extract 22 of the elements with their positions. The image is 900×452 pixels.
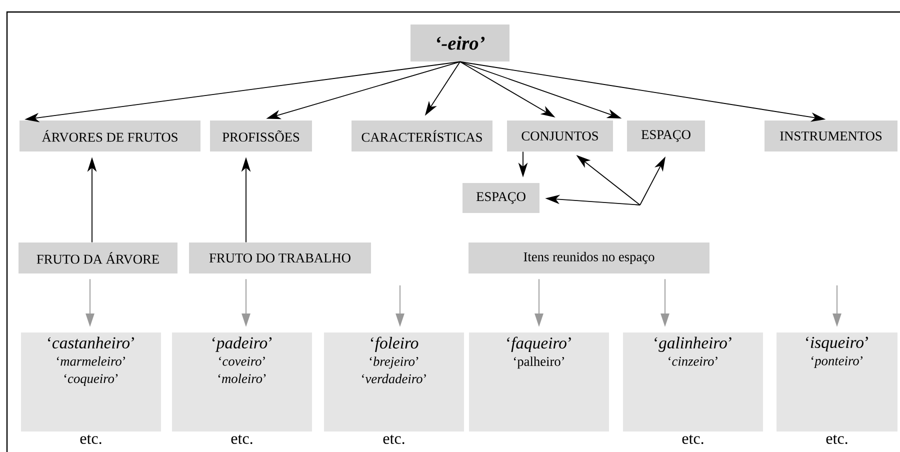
category-box: ESPAÇO (627, 120, 705, 152)
word-list-box: ‘foleiro ‘brejeiro’ ‘verdadeiro’ (324, 332, 464, 432)
category-box: FRUTO DO TRABALHO (189, 242, 371, 274)
etc-note: etc. (383, 434, 404, 444)
etc-note: etc. (682, 434, 704, 444)
category-box: CARACTERÍSTICAS (352, 120, 492, 152)
word-list-box: ‘padeiro’ ‘coveiro’ ‘moleiro’ (172, 332, 312, 432)
category-box: ESPAÇO (462, 183, 540, 213)
category-box: CONJUNTOS (507, 120, 613, 152)
category-box: INSTRUMENTOS (764, 120, 898, 152)
word-list-box: ‘castanheiro’ ‘marmeleiro’ ‘coqueiro’ (21, 332, 161, 432)
category-box: FRUTO DA ÁRVORE (18, 242, 178, 274)
category-box: PROFISSÕES (210, 120, 312, 152)
category-box: ÁRVORES DE FRUTOS (20, 120, 200, 152)
word-list-box: ‘faqueiro’ ‘palheiro’ (469, 332, 609, 432)
etc-note: etc. (231, 434, 252, 444)
title-box: ‘-eiro’ (410, 24, 510, 62)
etc-note: etc. (80, 434, 102, 444)
category-box: Itens reunidos no espaço (468, 242, 710, 274)
etc-note: etc. (826, 434, 848, 444)
word-list-box: ‘galinheiro’ ‘cinzeiro’ (623, 332, 763, 432)
word-list-box: ‘isqueiro’ ‘ponteiro’ (776, 332, 898, 432)
